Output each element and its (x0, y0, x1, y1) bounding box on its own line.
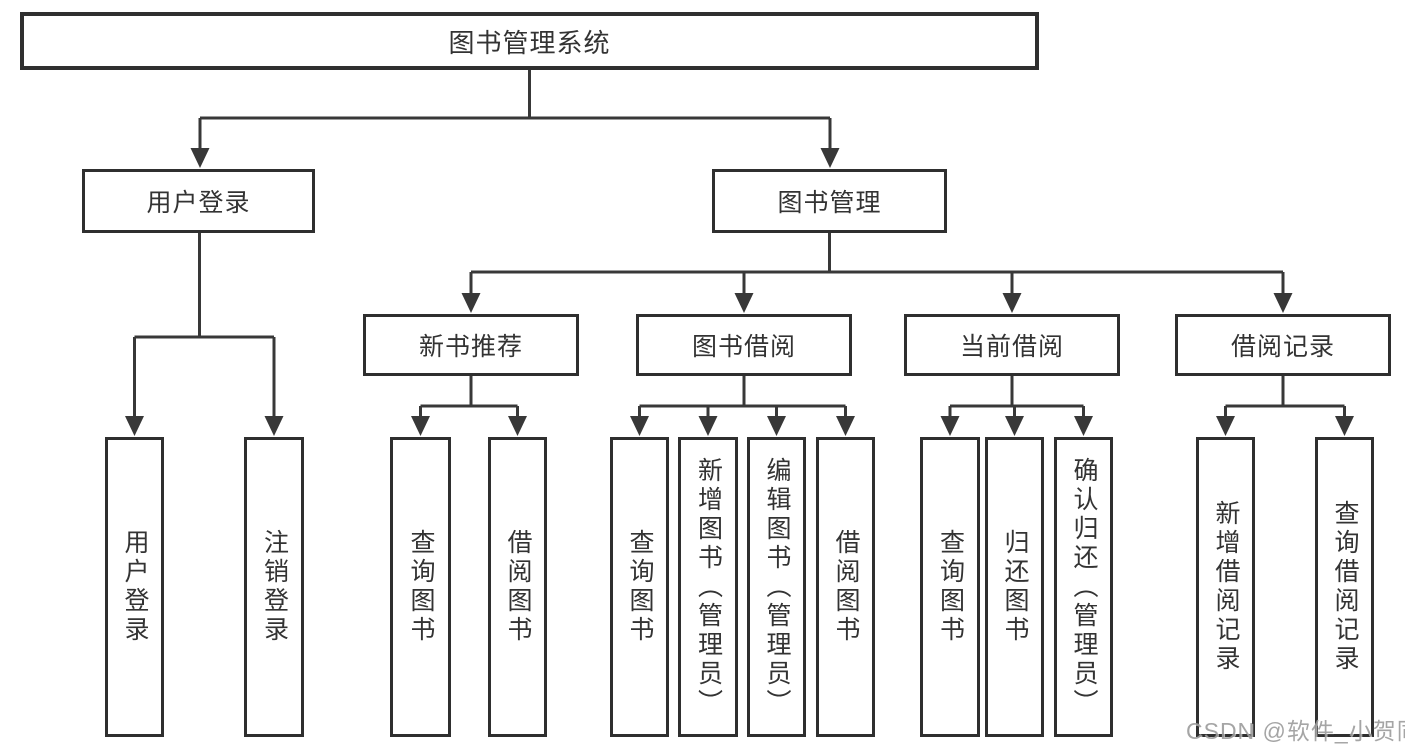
node-user-login: 用户登录 (82, 169, 315, 233)
leaf-query-books-borrowing: 查询图书 (610, 437, 669, 737)
connector-user-login-stems (133, 337, 276, 418)
leaf-logout: 注销登录 (244, 437, 304, 737)
leaf-edit-book-admin: 编辑图书（管理员） (747, 437, 806, 737)
leaf-add-borrow-record: 新增借阅记录 (1196, 437, 1255, 737)
node-library-management-system: 图书管理系统 (20, 12, 1039, 70)
arrowhead (767, 416, 786, 436)
arrowhead (1002, 293, 1022, 313)
arrowhead (820, 148, 840, 168)
connector-borrow-records-stems (1224, 406, 1346, 418)
connector-new-books-rail (420, 376, 518, 408)
node-borrowing-records: 借阅记录 (1175, 314, 1391, 376)
leaf-borrow-books-borrowing: 借阅图书 (816, 437, 875, 737)
node-current-borrowing: 当前借阅 (904, 314, 1120, 376)
leaf-add-book-admin: 新增图书（管理员） (678, 437, 738, 737)
arrowhead (734, 293, 754, 313)
connector-root-rail (200, 70, 830, 120)
leaf-query-borrow-record: 查询借阅记录 (1315, 437, 1374, 737)
connector-borrow-records-rail (1225, 376, 1345, 408)
connector-book-borrow-rail (639, 376, 846, 408)
leaf-query-books-recommend: 查询图书 (390, 437, 451, 737)
arrowhead (1005, 416, 1024, 436)
arrowhead (1335, 416, 1354, 436)
arrowhead (508, 416, 527, 436)
arrowhead (630, 416, 649, 436)
arrowhead (461, 293, 481, 313)
arrowhead (940, 416, 960, 436)
leaf-query-books-current: 查询图书 (920, 437, 980, 737)
connector-new-books-stems (419, 406, 519, 418)
node-book-borrowing: 图书借阅 (636, 314, 852, 376)
connector-root-stems (198, 118, 832, 150)
node-book-management: 图书管理 (712, 169, 947, 233)
connector-user-login-rail (134, 233, 274, 339)
leaf-return-books: 归还图书 (985, 437, 1044, 737)
arrowhead (698, 416, 718, 436)
arrowhead (411, 416, 430, 436)
watermark-text: CSDN @软件_小贺同学 (1186, 718, 1405, 744)
leaf-borrow-books-recommend: 借阅图书 (488, 437, 547, 737)
arrowhead (1216, 416, 1235, 436)
arrowhead (125, 416, 144, 436)
arrowhead (1074, 416, 1093, 436)
arrowhead (1273, 293, 1293, 313)
connector-current-borrow-rail (950, 376, 1084, 408)
arrowhead (190, 148, 210, 168)
node-new-book-recommendation: 新书推荐 (363, 314, 579, 376)
arrowhead (264, 416, 284, 436)
leaf-user-login: 用户登录 (105, 437, 164, 737)
connector-book-mgmt-stems (469, 272, 1285, 295)
arrowhead (836, 416, 855, 436)
leaf-confirm-return-admin: 确认归还（管理员） (1054, 437, 1113, 737)
connector-book-borrow-stems (638, 406, 847, 418)
connector-book-mgmt-rail (471, 233, 1283, 274)
